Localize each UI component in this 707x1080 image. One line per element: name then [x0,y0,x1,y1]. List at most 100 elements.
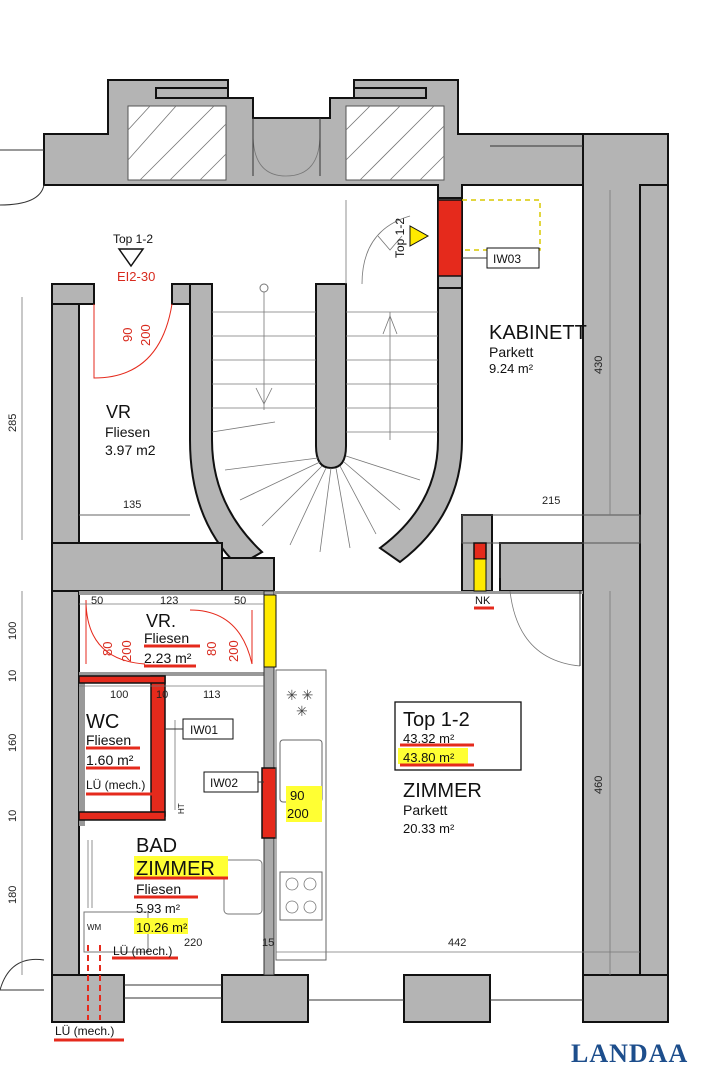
zimmer-door-height: 200 [287,806,309,821]
bad-room-name-2: ZIMMER [136,858,215,880]
tag-ht: HT [177,803,186,814]
red-elements [78,199,487,1020]
tag-wm: WM [87,923,102,932]
zimmer-floor: Parkett [403,802,447,818]
facade-wall-top [43,79,584,201]
tag-nk: NK [475,595,491,607]
red-wall-wc-top [78,675,166,684]
wc-floor: Fliesen [86,732,131,748]
stair-curved-wall-right [378,283,463,564]
dim-10-horizontal: 10 [156,689,168,701]
dim-160: 160 [7,734,19,752]
red-wall-iw02 [261,767,277,839]
unit-area: 43.32 m² [403,731,455,746]
dim-430: 430 [593,356,605,374]
vr-right-door-width: 80 [204,642,219,656]
wc-room-name: WC [86,711,119,733]
door-swings [85,303,253,665]
bottom-wall-pier-1 [221,974,309,1023]
red-underlines [54,606,494,1042]
kabinett-room-name: KABINETT [489,322,587,344]
wc-area: 1.60 m² [86,752,134,768]
entrance-unit-label: Top 1-2 [113,232,153,246]
unit-label: Top 1-2 [403,709,470,731]
dim-135: 135 [123,499,141,511]
dim-50-right: 50 [234,595,246,607]
bad-area: 5.93 m² [136,901,181,916]
kabinett-area: 9.24 m² [489,361,534,376]
staircase [211,200,438,553]
dim-100-horizontal: 100 [110,689,128,701]
dim-442: 442 [448,937,466,949]
svg-text:✳: ✳ [296,703,308,719]
mid-wall-left [51,542,223,592]
dim-10-upper: 10 [7,670,19,682]
windows [0,145,583,1001]
dim-100-vertical: 100 [7,622,19,640]
dimension-lines [21,190,640,975]
bay-ledge-right [353,87,427,99]
vr-small-room-name: VR. [146,611,176,631]
entrance-marker [409,225,430,247]
vr-floor: Fliesen [105,424,150,440]
dim-285: 285 [7,414,19,432]
yellow-block-vr [263,594,277,668]
zimmer-area: 20.33 m² [403,821,455,836]
vr-left-door-width: 80 [100,642,115,656]
bad-zimmer-highlight [134,856,228,878]
installation-line [462,199,541,251]
vr-room-name: VR [106,402,131,422]
bottom-wall-right [582,974,669,1023]
bad-area-highlight [134,918,188,934]
vr-corner-left [51,283,95,305]
brand-logo: LANDAA [571,1039,688,1068]
bad-area-highlighted: 10.26 m² [136,920,188,935]
dim-215: 215 [542,495,560,507]
bottom-vent-label: LÜ (mech.) [55,1024,114,1038]
vr-right-door-height: 200 [226,640,241,662]
bad-floor: Fliesen [136,881,181,897]
door-highlight [286,786,322,822]
stove-icon [279,871,323,921]
dim-220: 220 [184,937,202,949]
kitchen-fixtures: ✳ ✳ ✳ [275,669,327,961]
bad-vent: LÜ (mech.) [113,944,172,958]
red-wall-wc-bottom [78,811,166,821]
fire-block-nk [473,542,487,560]
dim-113: 113 [203,689,221,701]
bay-columns [127,105,445,181]
dim-123: 123 [160,595,178,607]
dim-50-left: 50 [91,595,103,607]
washbasin-icon [223,859,263,915]
dim-180: 180 [7,886,19,904]
stair-unit-label: Top 1-2 [393,218,407,258]
fire-wall-top [437,199,463,277]
tag-iw01: IW01 [190,723,218,737]
zimmer-door-width: 90 [290,788,304,803]
bad-room-name: BAD [136,835,177,857]
dim-10-lower: 10 [7,810,19,822]
dim-15: 15 [262,937,274,949]
vr-small-area: 2.23 m² [144,650,192,666]
stair-curved-wall-left [189,283,264,568]
mid-wall-stair-base [221,557,275,592]
mid-wall-right [499,542,584,592]
entrance-triangle-icon [117,248,145,268]
zimmer-room-name: ZIMMER [403,780,482,802]
entry-door-height: 200 [138,324,153,346]
stair-spine [315,283,347,470]
unit-area-highlighted: 43.80 m² [403,750,455,765]
yellow-block-nk [473,558,487,592]
vr-area: 3.97 m2 [105,442,156,458]
vr-small-floor: Fliesen [144,630,189,646]
wc-vent: LÜ (mech.) [86,778,145,792]
entry-door-width: 90 [120,328,135,342]
tag-iw02: IW02 [210,776,238,790]
entrance-door-code: EI2-30 [117,269,155,284]
bottom-wall-pier-2 [403,974,491,1023]
right-wall-face [639,184,669,1021]
kabinett-floor: Parkett [489,344,533,360]
snowflake-icon: ✳ ✳ [286,687,313,703]
left-outer-wall [51,283,80,1021]
